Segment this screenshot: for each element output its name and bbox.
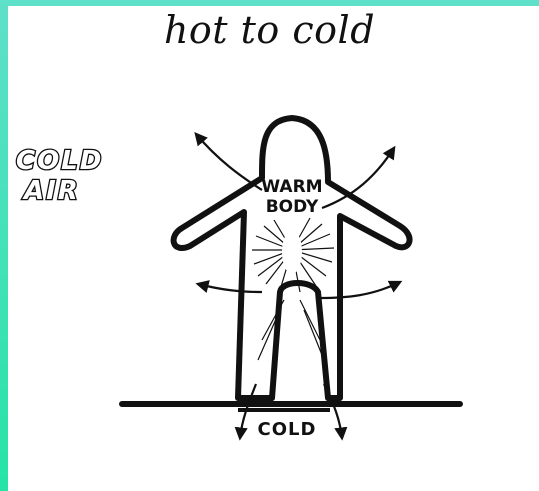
arrow-right — [320, 282, 400, 298]
warm-label: WARM — [261, 177, 322, 197]
cold-ground-label: COLD — [258, 419, 317, 440]
arrow-left — [198, 284, 262, 292]
heat-core — [282, 230, 302, 274]
body-label: BODY — [266, 197, 319, 217]
